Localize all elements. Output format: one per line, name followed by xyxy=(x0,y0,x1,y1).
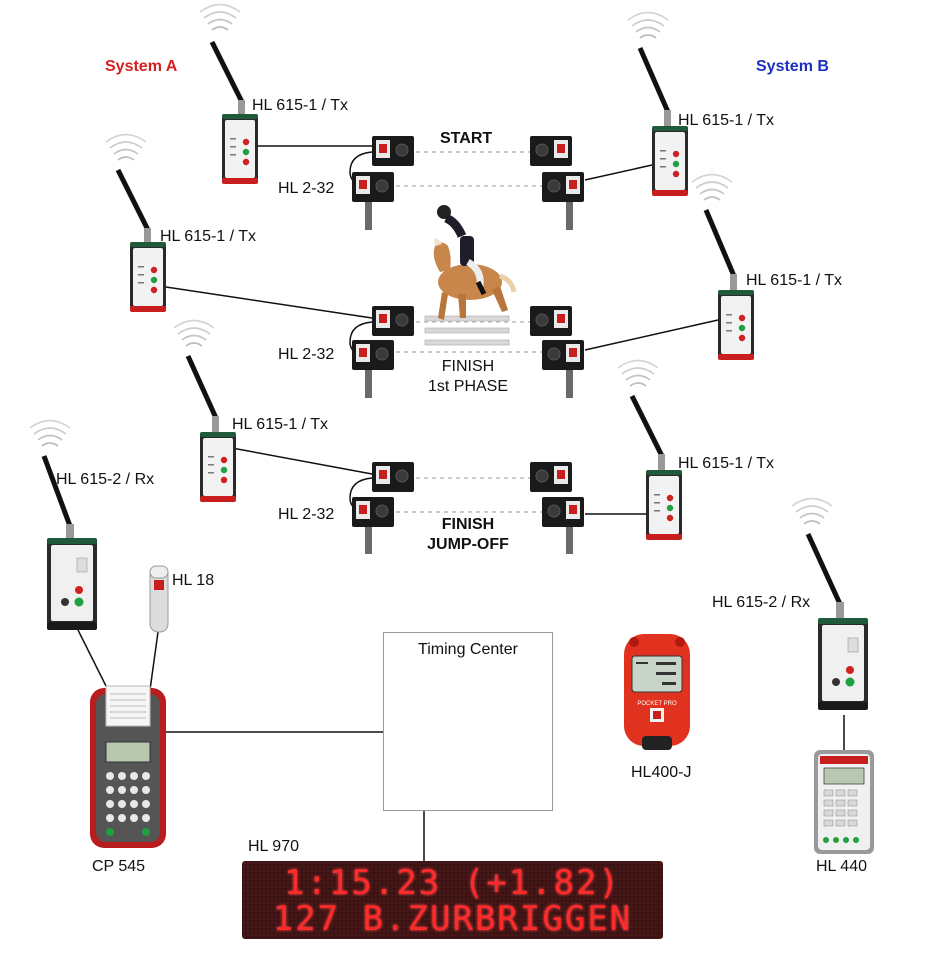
photocell-finish1-a-bottom xyxy=(351,339,395,371)
photocell-jumpoff-label: HL 2-32 xyxy=(278,506,335,523)
photocell-finish1-label: HL 2-32 xyxy=(278,346,335,363)
rx-unit-b xyxy=(791,497,869,711)
connection-lines xyxy=(77,145,845,861)
tx-unit-b-finish1 xyxy=(691,173,754,360)
rx-b-label: HL 615-2 / Rx xyxy=(712,594,811,611)
cp545-printer-icon xyxy=(90,685,166,848)
led-line-1: 1:15.23 (+1.82) xyxy=(283,863,622,903)
keypad-label: HL 440 xyxy=(816,858,867,875)
tx-b-start-label: HL 615-1 / Tx xyxy=(678,112,775,129)
stopwatch-icon: POCKET PRO xyxy=(624,634,690,750)
tx-unit-b-jumpoff xyxy=(617,359,682,540)
tx-unit-a-finish1 xyxy=(105,133,166,312)
photocell-start-a-top xyxy=(371,135,415,167)
rx-a-label: HL 615-2 / Rx xyxy=(56,471,155,488)
tx-a-start-label: HL 615-1 / Tx xyxy=(252,97,349,114)
hl18-label: HL 18 xyxy=(172,572,215,589)
tx-unit-a-start xyxy=(199,3,258,184)
photocell-posts xyxy=(365,200,573,554)
finish-1st-label-line1: FINISH xyxy=(441,358,495,375)
photocell-jumpoff-b-bottom xyxy=(541,496,585,528)
photocell-start-b-top xyxy=(529,135,573,167)
tx-a-jumpoff-label: HL 615-1 / Tx xyxy=(232,416,329,433)
photocell-start-a-bottom xyxy=(351,171,395,203)
led-line-2: 127 B.ZURBRIGGEN xyxy=(272,899,633,939)
photocell-jumpoff-a-top xyxy=(371,461,415,493)
light-beams xyxy=(396,151,542,513)
tx-unit-b-start xyxy=(627,11,688,196)
timing-center-label: Timing Center xyxy=(418,641,518,658)
horse-rider-icon xyxy=(424,205,517,346)
stopwatch-label: HL400-J xyxy=(631,764,692,781)
photocell-jumpoff-a-bottom xyxy=(351,496,395,528)
photocell-jumpoff-b-top xyxy=(529,461,573,493)
hl18-pushbutton-icon xyxy=(149,565,169,633)
tx-a-finish1-label: HL 615-1 / Tx xyxy=(160,228,257,245)
finish-jumpoff-label-line2: JUMP-OFF xyxy=(427,536,509,553)
photocell-finish1-b-bottom xyxy=(541,339,585,371)
hl970-led-display: 1:15.23 (+1.82) 127 B.ZURBRIGGEN xyxy=(242,861,663,939)
photocell-finish1-b-top xyxy=(529,305,573,337)
stopwatch-brand-text: POCKET PRO xyxy=(637,701,677,707)
system-b-label: System B xyxy=(756,58,829,75)
hl440-keypad-icon xyxy=(814,750,874,854)
system-a-label: System A xyxy=(105,58,178,75)
tx-b-jumpoff-label: HL 615-1 / Tx xyxy=(678,455,775,472)
finish-1st-label-line2: 1st PHASE xyxy=(427,378,509,395)
photocell-start-b-bottom xyxy=(541,171,585,203)
display-label: HL 970 xyxy=(248,838,299,855)
start-label: START xyxy=(440,130,493,147)
photocell-start-label: HL 2-32 xyxy=(278,180,335,197)
tx-b-finish1-label: HL 615-1 / Tx xyxy=(746,272,843,289)
rx-unit-a xyxy=(29,419,98,631)
finish-jumpoff-label-line1: FINISH xyxy=(441,516,495,533)
tx-unit-a-jumpoff xyxy=(173,319,236,502)
printer-label: CP 545 xyxy=(92,858,146,875)
timing-center-box: Timing Center xyxy=(383,632,553,811)
photocell-finish1-a-top xyxy=(371,305,415,337)
